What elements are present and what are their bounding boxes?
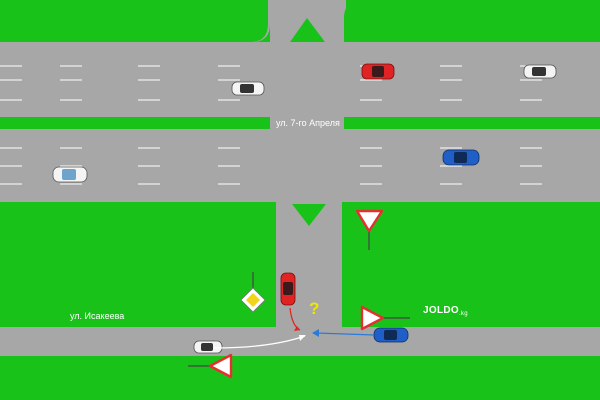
brand-main-text: JOLDO [423,305,459,316]
car-white-west-1 [231,81,265,96]
road-triangle-marking-bottom [292,204,326,226]
grass-block-south [0,356,600,400]
blue-arrow-head-icon [312,329,319,337]
brand-suffix-text: .kg [458,311,468,317]
car-blue-east [442,149,480,166]
give-way-sign-icon [360,305,410,331]
road-south-carriageway [0,129,600,202]
grass-block-sw [0,202,276,327]
grass-block-se [342,202,600,327]
car-red-east [361,63,395,80]
road-median-crossing [270,117,344,129]
median-east [344,117,600,129]
road-side-street [0,327,600,356]
white-car-turn-arrow [213,335,306,349]
grass-block-nw [0,0,268,42]
grass-block-ne [346,0,600,42]
car-white-east [52,166,88,183]
white-arrow-head-icon [299,335,306,341]
give-way-sign-icon [188,353,233,379]
car-blue-side-street [373,327,409,343]
road-north-carriageway [0,42,600,117]
give-way-sign-icon [355,209,384,250]
lane-markings-south [0,147,542,185]
priority-road-sign-icon [240,272,266,313]
car-red-south [280,272,296,306]
joldo-logo: JOLDO.kg [423,305,468,317]
blue-car-arrow [315,332,375,336]
question-mark: ? [309,299,320,318]
street-label-7-aprelya: ул. 7-го Апреля [276,118,340,128]
red-arrow-head-icon [294,326,300,331]
road-triangle-marking-top [290,18,325,42]
car-white-west-2 [523,64,557,79]
median-west [0,117,270,129]
street-label-isakeeva: ул. Исакеева [70,311,125,321]
car-white-side-street [193,340,223,354]
